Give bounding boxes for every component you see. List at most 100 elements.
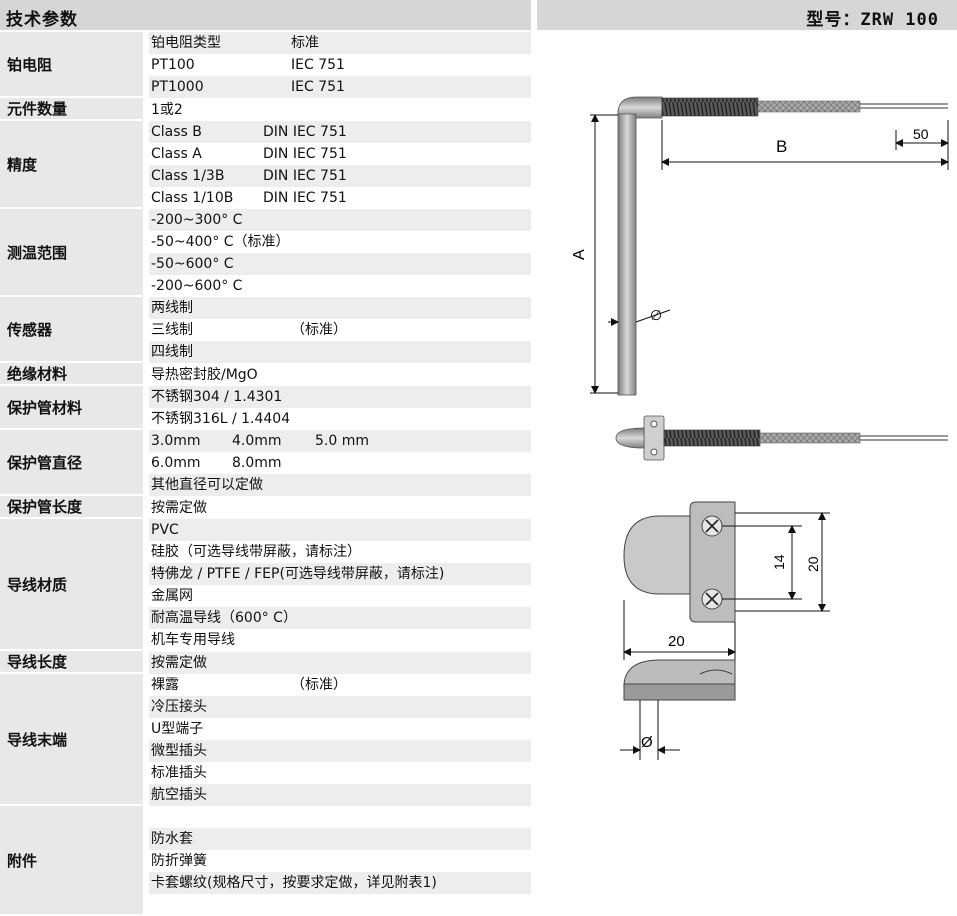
spec-value: 硅胶（可选导线带屏蔽，请标注） <box>151 544 361 560</box>
spec-values: -200~300° C -50~400° C（标准） -50~600° C -200~… <box>149 209 531 297</box>
spec-value: 铂电阻类型 <box>151 35 221 51</box>
spec-value-col2: DIN IEC 751 <box>263 168 347 184</box>
spec-category: 绝缘材料 <box>0 363 149 386</box>
spec-value: PT1000 <box>151 79 204 95</box>
spec-row: 传感器两线制三线制（标准）四线制 <box>0 297 531 363</box>
spec-value-line: -50~400° C（标准） <box>149 231 531 253</box>
dim-20-vertical-label: 20 <box>805 556 821 572</box>
spec-category: 铂电阻 <box>0 32 149 98</box>
spec-value-col2: 标准 <box>291 35 319 51</box>
spec-row: 绝缘材料导热密封胶/MgO <box>0 363 531 386</box>
spec-value-line: 1或2 <box>149 98 531 121</box>
spec-row: 测温范围-200~300° C-50~400° C（标准）-50~600° C-… <box>0 209 531 297</box>
spec-value: 其他直径可以定做 <box>151 477 263 493</box>
spec-value: U型端子 <box>151 721 204 737</box>
spec-category: 附件 <box>0 806 149 916</box>
spec-category: 精度 <box>0 121 149 209</box>
spec-value-line: 航空插头 <box>149 784 531 806</box>
spec-value: -200~300° C <box>151 212 243 228</box>
spec-value-line: 防折弹簧 <box>149 850 531 872</box>
spec-category: 保护管长度 <box>0 496 149 519</box>
spec-value: 标准插头 <box>151 765 207 781</box>
spec-value: 两线制 <box>151 300 193 316</box>
spec-values: 两线制三线制（标准） 四线制 <box>149 297 531 363</box>
spec-value: 导热密封胶/MgO <box>151 366 258 383</box>
spec-value-line: -50~600° C <box>149 253 531 275</box>
spec-value-col3: 5.0 mm <box>315 433 369 449</box>
spec-value-line: 耐高温导线（600° C） <box>149 607 531 629</box>
spec-value: Class 1/3B <box>151 168 225 184</box>
spec-value-line: 标准插头 <box>149 762 531 784</box>
spec-values: 导热密封胶/MgO <box>149 363 531 386</box>
spec-category: 保护管材料 <box>0 386 149 430</box>
spec-value-line: 卡套螺纹(规格尺寸，按要求定做，详见附表1) <box>149 872 531 894</box>
dim-diameter2-label: Ø <box>641 734 653 751</box>
spec-value: Class B <box>151 124 202 140</box>
model-title: 型号：ZRW 100 <box>806 10 939 30</box>
spec-value-line: 两线制 <box>149 297 531 319</box>
spec-value: 1或2 <box>151 101 183 118</box>
sensor-side-view: A B 50 ∅ <box>571 96 949 396</box>
spec-value-line: 冷压接头 <box>149 696 531 718</box>
spec-value-line: PT1000 IEC 751 <box>149 76 531 98</box>
spec-value-line: 特佛龙 / PTFE / FEP(可选导线带屏蔽，请标注) <box>149 563 531 585</box>
spec-value: Class A <box>151 146 202 162</box>
spec-value-col2: IEC 751 <box>291 57 345 73</box>
spec-value-line: U型端子 <box>149 718 531 740</box>
sensor-drawing: A B 50 ∅ 14 <box>571 96 949 760</box>
spec-value-line: 不锈钢316L / 1.4404 <box>149 408 531 430</box>
spec-row: 附件防水套防折弹簧卡套螺纹(规格尺寸，按要求定做，详见附表1) <box>0 806 531 916</box>
spec-category: 导线长度 <box>0 651 149 674</box>
spec-value-line: 铂电阻类型 标准 <box>149 32 531 54</box>
spec-value: -200~600° C <box>151 278 243 294</box>
spec-value: PT100 <box>151 57 195 73</box>
dim-a-label: A <box>571 249 588 260</box>
spec-value: 不锈钢304 / 1.4301 <box>151 389 283 405</box>
spec-value-col2: IEC 751 <box>291 79 345 95</box>
spec-value-line: 其他直径可以定做 <box>149 474 531 496</box>
spec-value-line <box>149 894 531 916</box>
spec-value-col2: （标准） <box>291 322 347 338</box>
spec-value: 冷压接头 <box>151 699 207 715</box>
spec-value: 防水套 <box>151 831 193 847</box>
spec-value-col2: 4.0mm <box>232 433 282 449</box>
spec-value-line: 裸露（标准） <box>149 674 531 696</box>
spec-value-line: 按需定做 <box>149 651 531 674</box>
spec-value: 四线制 <box>151 344 193 360</box>
spec-values: 防水套防折弹簧卡套螺纹(规格尺寸，按要求定做，详见附表1) <box>149 806 531 916</box>
dim-14-label: 14 <box>771 554 787 570</box>
dim-20-horizontal-label: 20 <box>668 633 685 650</box>
spec-value-line: Class 1/3B DIN IEC 751 <box>149 165 531 187</box>
spec-value: 6.0mm <box>151 455 201 471</box>
spec-value-line: 三线制（标准） <box>149 319 531 341</box>
spec-value-line: PVC <box>149 519 531 541</box>
spec-value: 机车专用导线 <box>151 632 235 648</box>
spec-category: 导线末端 <box>0 674 149 806</box>
spec-value: -50~600° C <box>151 256 234 272</box>
dim-50-label: 50 <box>913 126 929 142</box>
spec-value-col2: DIN IEC 751 <box>263 190 347 206</box>
spec-values: PVC 硅胶（可选导线带屏蔽，请标注） 特佛龙 / PTFE / FEP(可选导线带… <box>149 519 531 651</box>
spec-values: 1或2 <box>149 98 531 121</box>
spec-category: 保护管直径 <box>0 430 149 496</box>
spec-value: 裸露 <box>151 677 179 693</box>
spec-title: 技术参数 <box>6 10 78 30</box>
spec-header: 技术参数 <box>0 0 531 30</box>
spec-value-line <box>149 806 531 828</box>
spec-value-line: 导热密封胶/MgO <box>149 363 531 386</box>
spec-value-line: PT100 IEC 751 <box>149 54 531 76</box>
spec-value: 耐高温导线（600° C） <box>151 610 297 626</box>
spec-value-line: 机车专用导线 <box>149 629 531 651</box>
head-detail-view: 14 20 20 Ø <box>620 501 830 760</box>
